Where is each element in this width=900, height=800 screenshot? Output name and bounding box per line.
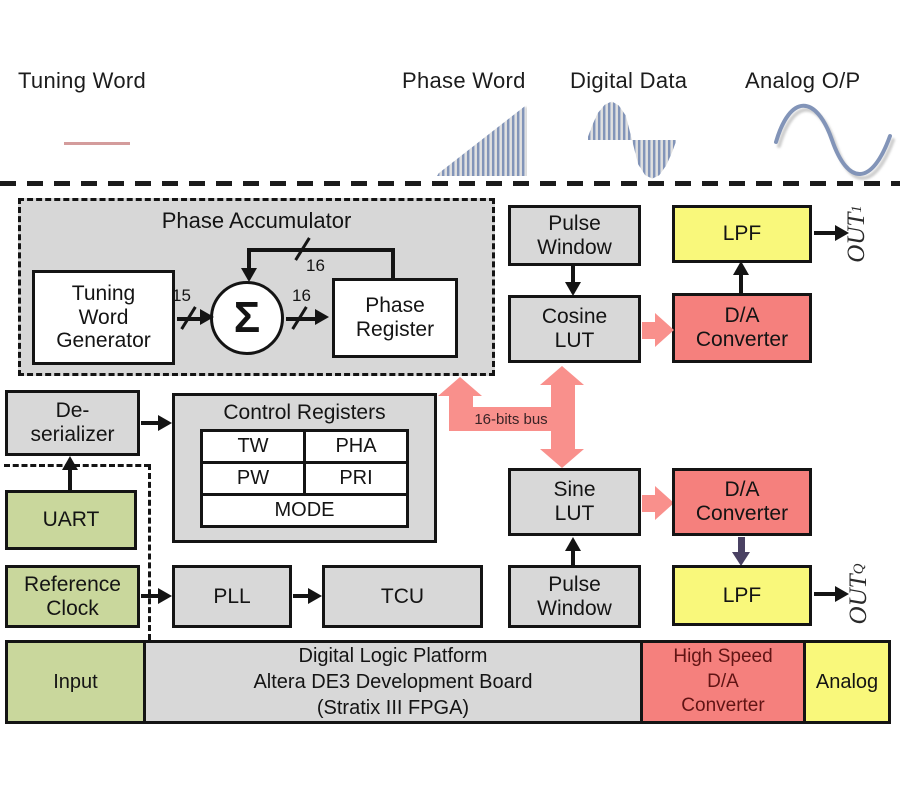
register-cell-tw: TW (200, 429, 306, 464)
analog-op-label: Analog O/P (745, 68, 861, 93)
control-registers-table: TW PHA PW PRI MODE (200, 429, 409, 528)
pink-arrowhead-sine-to-da (655, 486, 674, 520)
cosine-lut-block: Cosine LUT (508, 295, 641, 363)
platform-input-segment: Input (8, 643, 143, 721)
deserializer-block: De- serializer (5, 390, 140, 456)
purple-arrowhead-da-to-lpf (732, 552, 750, 566)
arrow-deserializer-to-registers (141, 421, 159, 425)
flat-line-waveform-icon (64, 142, 130, 145)
phase-word-label: Phase Word (402, 68, 526, 93)
feedback-line-right (391, 251, 395, 279)
arrowhead-refclock-to-pll (158, 588, 172, 604)
arrow-lpf-to-out1 (814, 231, 836, 235)
pink-arrow-sine-to-da (642, 495, 656, 512)
pink-arrow-cosine-to-da (642, 322, 656, 339)
arrowhead-feedback-to-sigma (241, 268, 257, 282)
bus-width-label: 16-bits bus (474, 411, 548, 428)
lpf-bottom-block: LPF (672, 565, 812, 626)
uart-block: UART (5, 490, 137, 550)
bus-left-shaft (449, 396, 473, 431)
table-row: MODE (200, 493, 409, 528)
bus-arrowhead-to-sine (540, 449, 584, 468)
lpf-top-block: LPF (672, 205, 812, 263)
da-converter-top-block: D/A Converter (672, 293, 812, 363)
arrowhead-pulsewindow-to-sine (565, 537, 581, 551)
arrow-refclock-to-pll (141, 594, 159, 598)
tuning-word-label: Tuning Word (18, 68, 147, 93)
io-boundary-dashed-vertical (148, 464, 151, 640)
platform-analog-segment: Analog (803, 643, 888, 721)
arrowhead-da-to-lpf-top (733, 261, 749, 275)
digital-data-label: Digital Data (570, 68, 688, 93)
sine-lut-block: Sine LUT (508, 468, 641, 536)
arrow-pulsewindow-to-sine (571, 551, 575, 566)
bus-arrowhead-to-phase-accumulator (438, 377, 482, 396)
platform-high-speed-da-segment: High Speed D/A Converter (640, 643, 803, 721)
io-boundary-dashed-horizontal (4, 464, 150, 467)
arrowhead-pulsewindow-to-cosine (565, 282, 581, 296)
table-row: PW PRI (200, 461, 409, 496)
register-cell-pha: PHA (303, 429, 409, 464)
pll-block: PLL (172, 565, 292, 628)
bus-width-15-label: 15 (172, 286, 191, 305)
phase-register-block: Phase Register (332, 278, 458, 358)
control-registers-title: Control Registers (223, 401, 386, 424)
bus-width-16-label: 16 (292, 286, 311, 305)
pulse-window-top-block: Pulse Window (508, 205, 641, 266)
arrow-da-to-lpf-top (739, 275, 743, 293)
platform-legend-bar: Input Digital Logic Platform Altera DE3 … (5, 640, 891, 724)
register-cell-pri: PRI (303, 461, 409, 496)
arrowhead-deserializer-to-registers (158, 415, 172, 431)
arrowhead-twg-to-sigma (200, 309, 214, 325)
arrowhead-uart-to-deserializer (62, 456, 78, 470)
sampled-sine-waveform-icon (588, 101, 676, 179)
bus-arrowhead-to-cosine (540, 366, 584, 385)
arrow-pulsewindow-to-cosine (571, 265, 575, 285)
register-cell-pw: PW (200, 461, 306, 496)
arrowhead-lpf-to-outq (835, 586, 849, 602)
purple-arrow-da-to-lpf (738, 537, 745, 553)
out-i-text: OUT (843, 212, 870, 263)
tcu-block: TCU (322, 565, 483, 628)
arrow-pll-to-tcu (293, 594, 309, 598)
sigma-adder-block: Σ (210, 281, 284, 355)
out-q-text: OUT (845, 574, 872, 625)
arrowhead-pll-to-tcu (308, 588, 322, 604)
tuning-word-generator-block: Tuning Word Generator (32, 270, 175, 365)
feedback-line-top (247, 248, 395, 252)
table-row: TW PHA (200, 429, 409, 464)
phase-accumulator-title: Phase Accumulator (161, 208, 352, 233)
arrowhead-lpf-to-out1 (835, 225, 849, 241)
da-converter-bottom-block: D/A Converter (672, 468, 812, 536)
reference-clock-block: Reference Clock (5, 565, 140, 628)
analog-sine-waveform-icon (774, 103, 892, 176)
platform-digital-segment: Digital Logic Platform Altera DE3 Develo… (143, 643, 640, 721)
arrow-sigma-to-register (286, 317, 316, 321)
pulse-window-bottom-block: Pulse Window (508, 565, 641, 628)
arrowhead-sigma-to-register (315, 309, 329, 325)
arrow-lpf-to-outq (814, 592, 836, 596)
feedback-bus-width-16-label: 16 (306, 256, 325, 275)
phase-ramp-waveform-icon (437, 104, 527, 176)
pink-arrowhead-cosine-to-da (655, 313, 674, 347)
feedback-line-left (247, 250, 251, 270)
arrow-uart-to-deserializer (68, 470, 72, 490)
legend-separator-dashed-line (0, 181, 900, 186)
register-cell-mode: MODE (200, 493, 409, 528)
